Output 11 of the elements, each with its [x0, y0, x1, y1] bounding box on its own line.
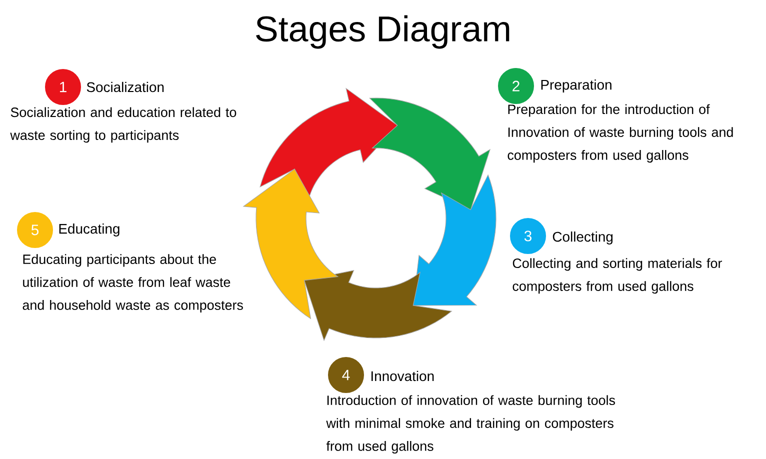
title: Stages Diagram [256, 15, 510, 49]
stage-description: Preparation for the introduction of Innovation of waste burning tools and composters from used gallons [508, 104, 733, 163]
stage-heading: Collecting [552, 232, 613, 244]
stage-description: Introduction of innovation of waste burning tools with minimal smoke and training on composters from used gallons [326, 395, 615, 454]
stage-description: Collecting and sorting materials for composters from used gallons [512, 258, 722, 294]
stage-description: Educating participants about the utilization of waste from leaf waste and household waste as composters [22, 254, 243, 313]
stage-heading: Innovation [371, 370, 434, 382]
stage-heading: Socialization [86, 82, 164, 92]
stage-heading: Preparation [541, 80, 612, 92]
stage-heading: Educating [59, 224, 120, 236]
stage-description: Socialization and education related to waste sorting to participants [10, 107, 236, 143]
